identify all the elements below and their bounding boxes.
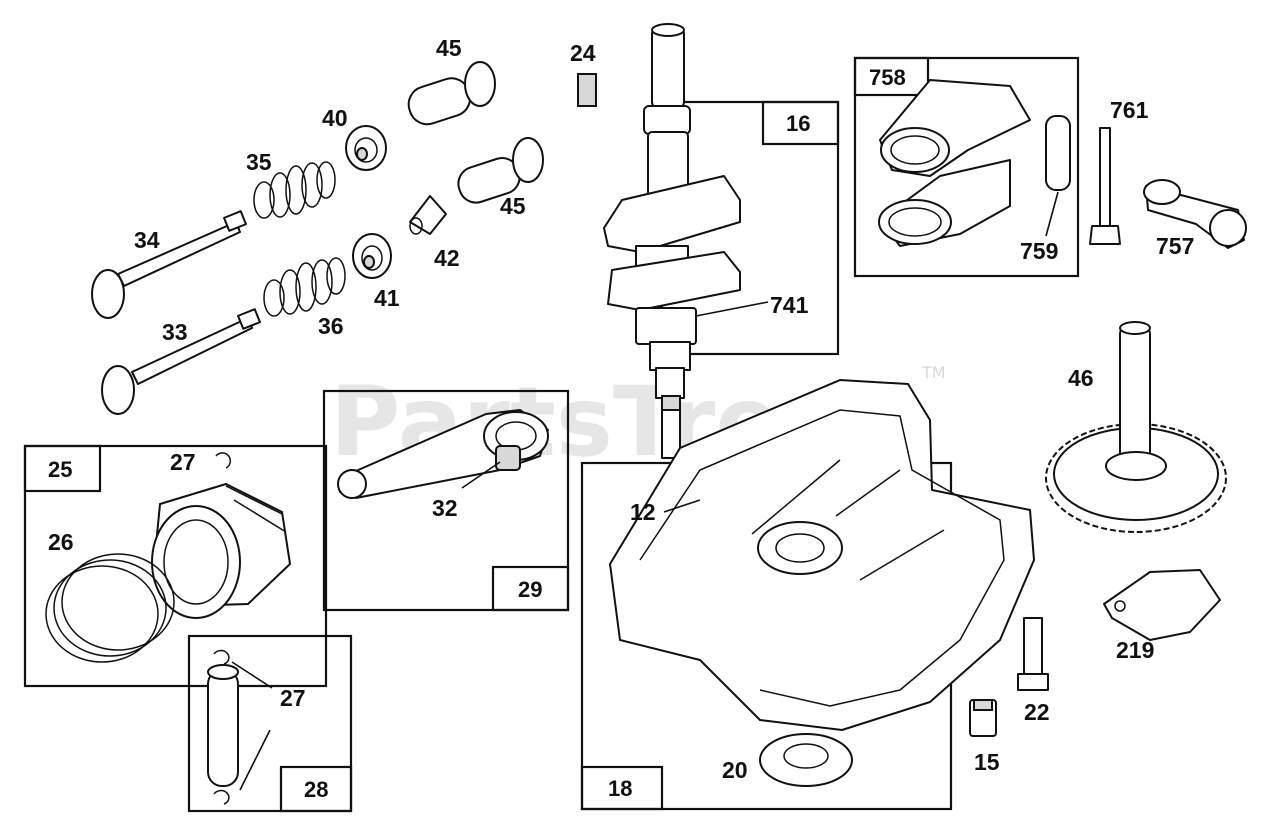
piston-25 — [151, 483, 291, 619]
callout-15: 15 — [974, 749, 1000, 775]
box-label-29: 29 — [518, 577, 542, 602]
valve-lower — [101, 308, 261, 415]
callout-32: 32 — [432, 495, 458, 521]
leader-741 — [695, 301, 769, 317]
connecting-rod-29 — [337, 409, 549, 499]
callout-761: 761 — [1110, 97, 1149, 123]
box-label-16: 16 — [786, 111, 810, 136]
callout-42: 42 — [434, 245, 460, 271]
callout-27-top: 27 — [170, 449, 196, 475]
leader-27-b — [239, 729, 271, 791]
callout-36: 36 — [318, 313, 344, 339]
callout-45-upper: 45 — [436, 35, 462, 61]
leader-32 — [461, 461, 501, 489]
retainer-lower — [352, 233, 392, 279]
drain-plug-15 — [969, 699, 997, 737]
callout-46: 46 — [1068, 365, 1094, 391]
callout-33: 33 — [162, 319, 188, 345]
leader-12 — [663, 499, 701, 513]
callout-12: 12 — [630, 499, 656, 525]
trademark-mark: TM — [921, 363, 946, 382]
box-label-18: 18 — [608, 776, 632, 801]
frame-29: 29 — [322, 389, 570, 612]
bolt-22 — [1017, 617, 1049, 691]
tappet-lower — [457, 137, 544, 204]
callout-40: 40 — [322, 105, 348, 131]
spring-lower — [263, 257, 346, 317]
callout-35: 35 — [246, 149, 272, 175]
frame-25: 25 — [23, 444, 328, 688]
callout-45-lower: 45 — [500, 193, 526, 219]
valve-upper — [91, 210, 247, 319]
rod-cap-757 — [1143, 179, 1247, 249]
oil-seal-20 — [759, 733, 853, 787]
callout-22: 22 — [1024, 699, 1050, 725]
piston-rings-26 — [45, 553, 175, 663]
leader-27-a — [231, 661, 273, 689]
spring-upper — [253, 161, 336, 219]
box-label-758: 758 — [869, 65, 906, 90]
callout-20: 20 — [722, 757, 748, 783]
leader-759 — [1045, 191, 1059, 237]
sump-base — [609, 379, 1035, 731]
callout-34: 34 — [134, 227, 160, 253]
collar-part — [409, 195, 447, 235]
clip-27-top — [215, 452, 232, 469]
callout-27-box: 27 — [280, 685, 306, 711]
tappet-upper — [407, 61, 496, 126]
retainer-upper — [345, 125, 387, 171]
callout-24: 24 — [570, 40, 596, 66]
callout-41: 41 — [374, 285, 400, 311]
callout-26: 26 — [48, 529, 74, 555]
callout-741: 741 — [770, 292, 809, 318]
key-part — [577, 73, 597, 107]
governor-assembly — [1103, 569, 1221, 641]
box-label-28: 28 — [304, 777, 328, 802]
crankshaft-part — [603, 23, 741, 459]
connecting-rod-assembly — [878, 79, 1071, 247]
callout-757: 757 — [1156, 233, 1194, 259]
callout-759: 759 — [1020, 238, 1058, 264]
camshaft-gear — [1045, 321, 1227, 533]
box-label-25: 25 — [48, 457, 72, 482]
wrist-pin-28 — [207, 649, 239, 805]
bolt-761 — [1089, 127, 1121, 245]
frame-758: 758 — [853, 56, 1080, 278]
frame-28: 28 — [187, 634, 353, 813]
callout-219: 219 — [1116, 637, 1154, 663]
